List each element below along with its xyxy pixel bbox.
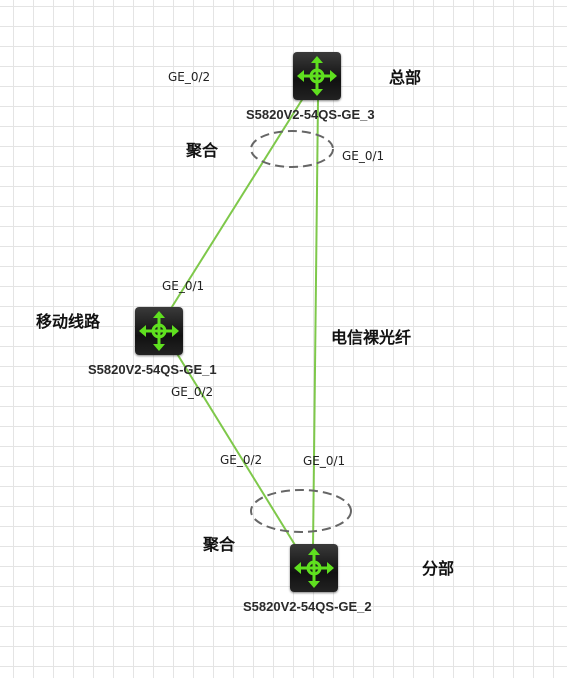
switch-sw2[interactable] (290, 544, 338, 592)
site-label-mobile: 移动线路 (36, 312, 101, 331)
device-label-sw2: S5820V2-54QS-GE_2 (243, 599, 372, 614)
site-label-branch: 分部 (422, 559, 455, 578)
port-label-sw3-ge02: GE_0/2 (168, 70, 211, 84)
aggregation-label-top: 聚合 (186, 141, 219, 160)
link-sw3-sw1[interactable] (169, 94, 306, 311)
link-sw3-sw2[interactable] (312, 99, 319, 549)
aggregation-ring-bottom[interactable] (250, 489, 352, 533)
aggregation-ring-top[interactable] (250, 130, 334, 168)
port-label-sw1-ge02: GE_0/2 (171, 385, 214, 399)
switch-sw1[interactable] (135, 307, 183, 355)
port-label-sw3-ge01: GE_0/1 (342, 149, 385, 163)
aggregation-label-bottom: 聚合 (203, 535, 236, 554)
device-label-sw1: S5820V2-54QS-GE_1 (88, 362, 217, 377)
switch-arrows-icon (139, 311, 179, 351)
link-label-telecom-fiber: 电信裸光纤 (331, 328, 412, 347)
port-label-sw1-ge01: GE_0/1 (162, 279, 205, 293)
switch-arrows-icon (297, 56, 337, 96)
port-label-sw2-ge01: GE_0/1 (303, 454, 346, 468)
link-sw1-sw2[interactable] (175, 351, 296, 546)
device-label-sw3: S5820V2-54QS-GE_3 (246, 107, 375, 122)
switch-sw3[interactable] (293, 52, 341, 100)
port-label-sw2-ge02: GE_0/2 (220, 453, 263, 467)
site-label-hq: 总部 (389, 68, 422, 87)
switch-arrows-icon (294, 548, 334, 588)
